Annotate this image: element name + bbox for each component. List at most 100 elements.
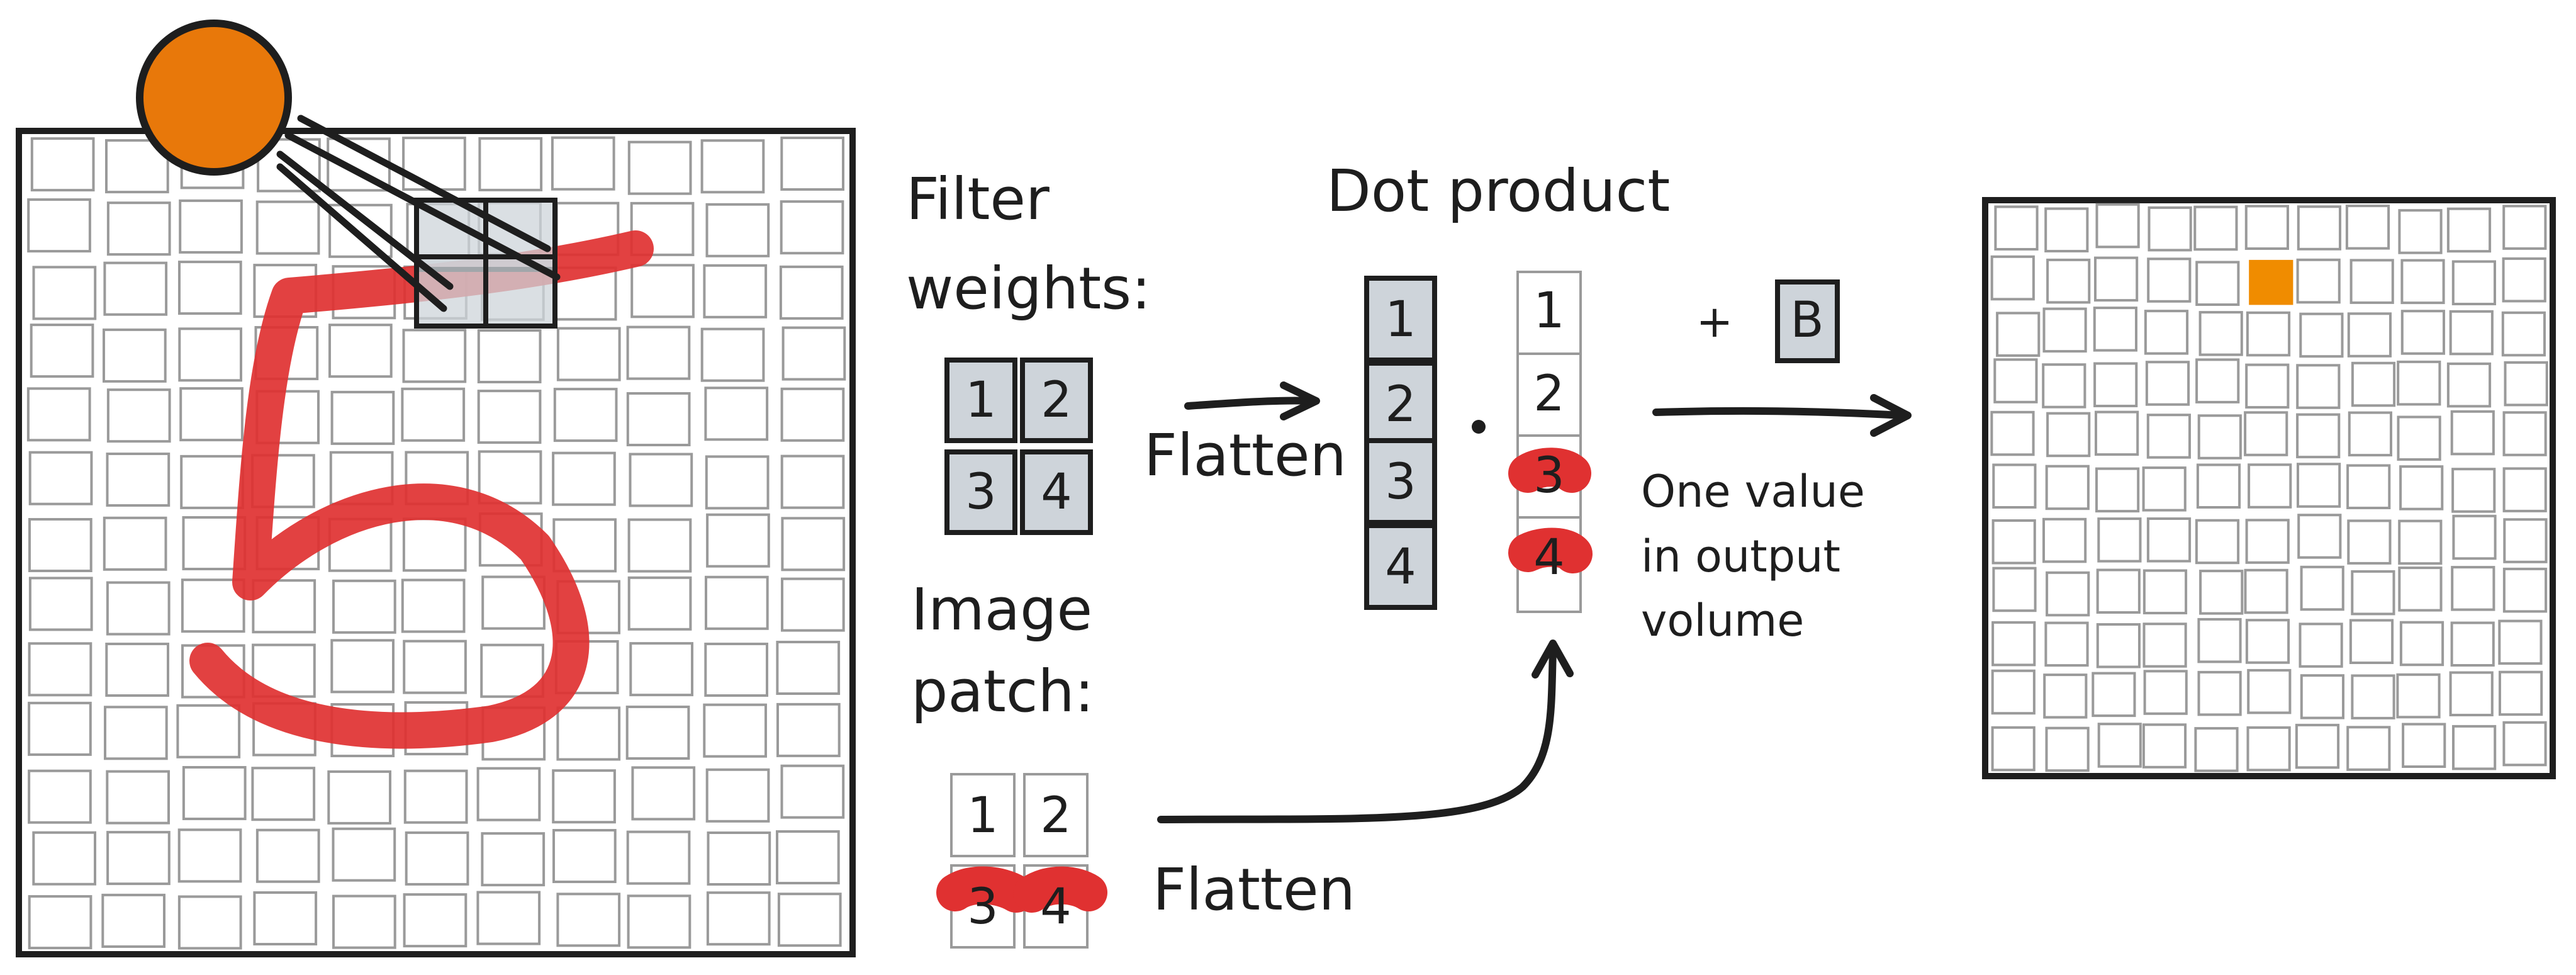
output-pixel-cell: [2142, 623, 2187, 668]
input-pixel-cell: [402, 329, 467, 383]
input-pixel-cell: [705, 203, 770, 257]
output-pixel-cell: [2148, 206, 2192, 252]
output-pixel-cell: [2197, 670, 2242, 716]
output-pixel-cell: [2502, 467, 2547, 512]
output-pixel-cell: [2450, 410, 2495, 456]
output-pixel-cell: [2146, 517, 2192, 563]
output-pixel-cell: [2198, 311, 2243, 356]
output-pixel-cell: [2449, 310, 2494, 356]
input-pixel-cell: [631, 766, 696, 821]
output-pixel-cell: [1992, 463, 2037, 509]
input-pixel-cell: [626, 830, 691, 885]
patch-flat-value: 3: [1533, 448, 1565, 504]
input-pixel-cell: [176, 704, 241, 758]
output-pixel-cell: [2195, 261, 2240, 306]
input-pixel-cell: [28, 642, 92, 697]
output-pixel-cell: [2244, 205, 2290, 250]
output-pixel-cell: [1992, 566, 2037, 612]
input-pixel-cell: [32, 831, 96, 886]
output-pixel-cell: [2348, 411, 2393, 457]
input-pixel-cell: [780, 137, 845, 191]
output-description-line3: volume: [1641, 595, 1804, 646]
input-pixel-cell: [178, 327, 242, 382]
output-pixel-cell: [2045, 465, 2090, 510]
output-pixel-cell: [2044, 207, 2089, 252]
image-patch-value: 3: [967, 879, 999, 935]
output-pixel-cell: [2451, 468, 2496, 513]
output-pixel-cell: [2244, 411, 2288, 456]
input-pixel-cell: [104, 706, 168, 760]
filter-flat-cell: [1364, 438, 1437, 525]
output-pixel-cell: [2503, 518, 2548, 563]
input-pixel-cell: [630, 264, 695, 318]
input-pixel-cell: [402, 517, 467, 572]
output-pixel-cell: [2044, 621, 2089, 667]
input-pixel-cell: [781, 577, 845, 632]
input-pixel-cell: [179, 199, 243, 254]
input-pixel-cell: [627, 518, 692, 573]
output-pixel-cell: [2296, 413, 2341, 459]
output-description-line1: One value: [1641, 466, 1865, 517]
bias-label: B: [1790, 292, 1824, 349]
output-pixel-cell: [2194, 727, 2239, 772]
output-pixel-cell: [2096, 623, 2141, 668]
input-pixel-cell: [477, 390, 542, 444]
output-pixel-cell: [2346, 726, 2391, 771]
input-pixel-cell: [105, 643, 169, 697]
output-pixel-cell: [2245, 363, 2290, 409]
flatten-arrow-top-shaft: [1184, 397, 1316, 410]
flatten-arrow-top-head: [1280, 381, 1320, 420]
input-pixel-cell: [106, 201, 171, 256]
input-pixel-cell: [481, 832, 546, 887]
flatten-label-bottom: Flatten: [1153, 856, 1355, 923]
input-pixel-cell: [556, 327, 621, 381]
flatten-arrow-top: [1184, 381, 1320, 420]
flatten-arrow-bottom: [1157, 640, 1574, 823]
input-pixel-cell: [178, 261, 242, 315]
input-pixel-cell: [328, 324, 393, 378]
output-pixel-cell: [2300, 674, 2345, 719]
filter-beam-line: [284, 132, 561, 281]
image-patch-highlight: [936, 866, 1035, 913]
input-pixel-cell: [327, 770, 391, 825]
input-pixel-cell: [776, 702, 841, 757]
input-pixel-cell: [627, 894, 692, 949]
input-pixel-cell: [330, 639, 395, 694]
output-pixel-cell: [2502, 567, 2548, 613]
filter-flat-value: 1: [1385, 291, 1416, 348]
input-pixel-cell: [32, 266, 97, 320]
output-highlight-cell: [2249, 259, 2293, 305]
input-pixel-cell: [332, 827, 396, 882]
output-pixel-cell: [2498, 619, 2543, 665]
output-pixel-cell: [2097, 517, 2142, 563]
output-pixel-cell: [2295, 723, 2340, 769]
output-pixel-cell: [2195, 519, 2240, 565]
output-pixel-cell: [2398, 566, 2443, 612]
output-pixel-cell: [2449, 671, 2494, 716]
output-pixel-cell: [2300, 565, 2344, 611]
input-pixel-cell: [552, 451, 616, 506]
input-pixel-cell: [780, 454, 845, 509]
image-patch-cell: [1023, 773, 1089, 857]
input-pixel-cell: [30, 324, 94, 378]
input-pixel-cell: [776, 830, 840, 884]
input-pixel-cell: [779, 265, 844, 320]
input-pixel-cell: [781, 326, 846, 381]
output-arrow-head: [1870, 394, 1912, 437]
input-pixel-cell: [401, 578, 466, 633]
filter-flat-value: 4: [1385, 539, 1416, 595]
patch-flat-value: 2: [1533, 366, 1565, 422]
input-pixel-cell: [403, 640, 467, 694]
input-pixel-cell: [551, 136, 615, 191]
input-pixel-cell: [707, 831, 771, 886]
output-pixel-cell: [2247, 668, 2292, 714]
filter-beams: [276, 115, 561, 312]
input-pixel-cell: [255, 200, 320, 255]
input-pixel-cell: [552, 769, 616, 824]
output-pixel-cell: [2046, 571, 2090, 617]
handwritten-digit-five: [189, 230, 654, 749]
input-pixel-cell: [182, 766, 247, 820]
input-pixel-cell: [626, 325, 691, 380]
output-pixel-cell: [2095, 467, 2140, 513]
